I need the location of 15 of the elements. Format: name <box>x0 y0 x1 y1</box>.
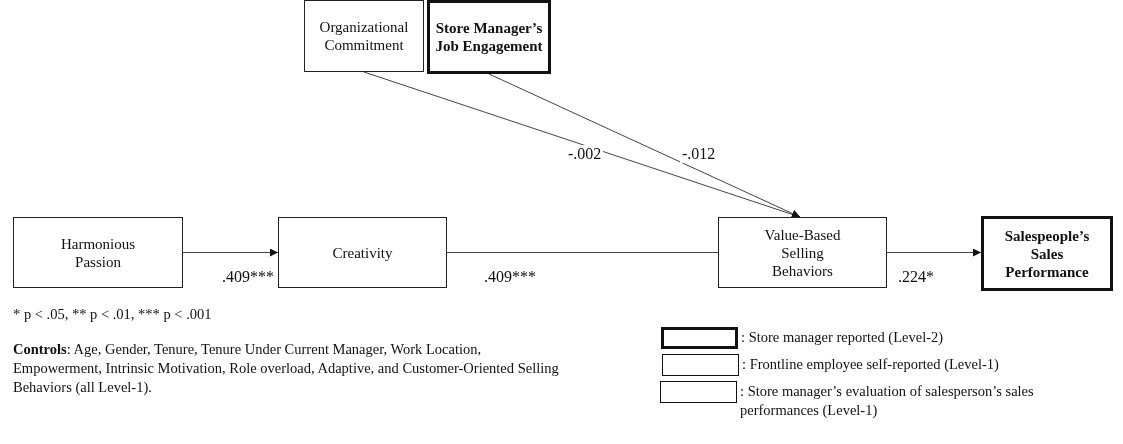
legend-label: : Store manager’s evaluation of salesperson’s sales performances (Level-1) <box>740 382 1035 420</box>
variable-box: Harmonious Passion <box>13 217 183 288</box>
variable-box: Creativity <box>278 217 447 288</box>
variable-box: Salespeople’s Sales Performance <box>981 216 1113 291</box>
controls-note: Controls: Age, Gender, Tenure, Tenure Under Current Manager, Work Location, Empowerment, Intrinsic Motivation, Role overload, Adaptive, and Customer-Oriented Selling Behaviors (all Level-1). <box>13 340 560 397</box>
significance-note: * p < .05, ** p < .01, *** p < .001 <box>13 305 213 324</box>
legend-label: : Store manager reported (Level-2) <box>741 328 945 347</box>
variable-box: Store Manager’s Job Engagement <box>427 0 551 74</box>
arrow <box>886 248 982 257</box>
edge-label: -.012 <box>680 145 718 163</box>
variable-box: Value-Based Selling Behaviors <box>718 217 887 288</box>
arrow <box>182 248 279 257</box>
arrow <box>488 73 801 218</box>
legend-label: : Frontline employee self-reported (Level-1) <box>742 355 1000 374</box>
variable-box: Organizational Commitment <box>304 0 424 72</box>
